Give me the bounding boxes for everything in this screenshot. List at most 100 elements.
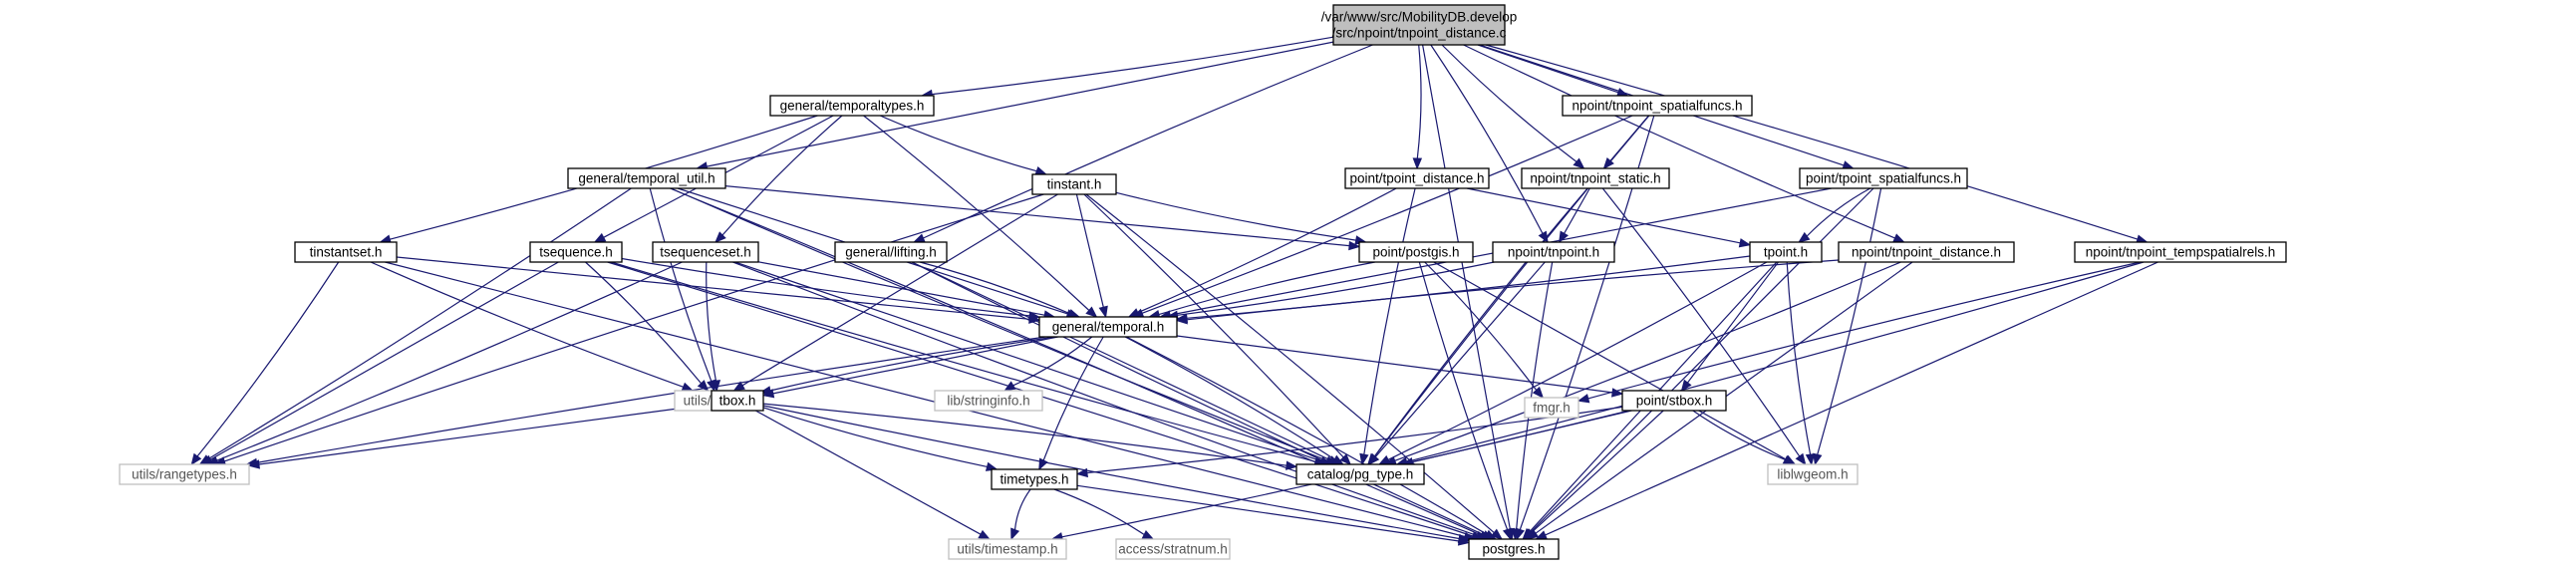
node-label: tsequenceset.h: [660, 245, 751, 260]
node-tpoint_distance[interactable]: point/tpoint_distance.h: [1344, 167, 1490, 189]
edge-tsequenceset-to-pg_type: [734, 261, 1332, 466]
node-label: liblwgeom.h: [1777, 467, 1848, 482]
node-label: point/postgis.h: [1372, 245, 1459, 260]
edge-temporal-to-rangetypes: [245, 336, 1046, 468]
edge-temporal-to-tbox: [761, 336, 1058, 399]
edge-tbox-to-pg_type: [762, 403, 1298, 470]
edge-temporal-to-pg_type: [1124, 336, 1345, 465]
node-tnpoint[interactable]: npoint/tnpoint.h: [1492, 241, 1615, 263]
node-label: timetypes.h: [1000, 472, 1068, 487]
edge-timetypes-to-stratnum: [1053, 488, 1155, 540]
node-label: point/tpoint_distance.h: [1349, 171, 1484, 186]
node-timetypes[interactable]: timetypes.h: [991, 468, 1078, 490]
node-label: tbox.h: [719, 394, 756, 409]
node-label: access/stratnum.h: [1118, 542, 1228, 557]
edge-tpoint_spatialfuncs-to-liblwgeom: [1813, 187, 1882, 466]
node-label: npoint/tnpoint_static.h: [1530, 171, 1660, 186]
edge-temporal-to-stringinfo: [1003, 336, 1093, 392]
node-label: lib/stringinfo.h: [947, 394, 1029, 409]
edge-tinstant-to-pg_type: [1083, 193, 1352, 465]
edge-temporaltypes-to-tinstant: [879, 115, 1048, 175]
edge-tbox-to-timestamp: [754, 410, 991, 540]
node-postgres[interactable]: postgres.h: [1468, 538, 1560, 560]
node-label: general/temporal.h: [1052, 320, 1165, 335]
node-tsequence[interactable]: tsequence.h: [529, 241, 623, 263]
node-root[interactable]: /var/www/src/MobilityDB.develop/src/npoi…: [1321, 4, 1518, 46]
node-label: utils/timestamp.h: [957, 542, 1057, 557]
edge-root-to-spatialfuncs: [1477, 44, 1629, 98]
edge-root-to-postgres: [1422, 44, 1516, 541]
node-lifting[interactable]: general/lifting.h: [834, 241, 948, 263]
edge-tinstant-to-rangetypes: [213, 193, 1044, 466]
node-timestamp: utils/timestamp.h: [948, 538, 1067, 560]
edge-temporaltypes-to-tsequenceset: [715, 115, 843, 243]
edge-tnpoint_distance-to-temporal: [1175, 259, 1840, 325]
node-stringinfo: lib/stringinfo.h: [934, 390, 1043, 412]
node-label: general/temporaltypes.h: [780, 99, 925, 114]
node-label: general/lifting.h: [845, 245, 937, 260]
edge-timetypes-to-postgres: [1076, 484, 1471, 546]
edge-root-to-tnpoint: [1430, 44, 1549, 244]
edge-tinstant-to-temporal: [1075, 193, 1108, 319]
node-temporal[interactable]: general/temporal.h: [1038, 316, 1178, 338]
node-label: tinstant.h: [1047, 177, 1102, 192]
edge-tinstantset-to-rangetypes: [190, 261, 340, 466]
node-spatialfuncs[interactable]: npoint/tnpoint_spatialfuncs.h: [1562, 95, 1753, 117]
edge-postgis-to-postgres: [1418, 261, 1512, 541]
node-postgis[interactable]: point/postgis.h: [1358, 241, 1474, 263]
edge-tsequence-to-pg_type: [611, 261, 1326, 466]
node-rangetypes: utils/rangetypes.h: [119, 463, 250, 485]
edge-temporal-to-postgres: [1126, 336, 1497, 540]
node-temporaltypes[interactable]: general/temporaltypes.h: [769, 95, 935, 117]
node-temporal_util[interactable]: general/temporal_util.h: [567, 167, 726, 189]
edge-tpoint-to-stbox: [1680, 261, 1779, 393]
node-label: /src/npoint/tnpoint_distance.c: [1332, 26, 1507, 41]
node-label: npoint/tnpoint.h: [1508, 245, 1599, 260]
edge-temporal_util-to-postgis: [724, 185, 1361, 251]
node-label: point/tpoint_spatialfuncs.h: [1806, 171, 1961, 186]
node-tnpoint_distance[interactable]: npoint/tnpoint_distance.h: [1838, 241, 2015, 263]
edge-lifting-to-temporal: [919, 261, 1081, 319]
edge-tsequenceset-to-postgres: [731, 261, 1489, 540]
node-pg_type[interactable]: catalog/pg_type.h: [1295, 463, 1425, 485]
edge-lifting-to-pg_type: [911, 261, 1341, 465]
edge-tnpoint-to-pg_type: [1367, 261, 1546, 466]
edge-tnpoint_static-to-pg_type: [1367, 187, 1588, 466]
edge-tnpoint_static-to-liblwgeom: [1601, 187, 1807, 466]
edge-tsequenceset-to-rangetypes: [206, 261, 683, 465]
edge-tinstant-to-array: [732, 193, 1058, 392]
edge-stbox-to-postgres: [1523, 410, 1664, 540]
edge-temporal_util-to-array: [649, 187, 716, 393]
node-label: utils/rangetypes.h: [132, 467, 237, 482]
node-label: npoint/tnpoint_tempspatialrels.h: [2086, 245, 2276, 260]
edge-root-to-tempspatialrels: [1485, 44, 2148, 244]
edge-postgis-to-liblwgeom: [1433, 261, 1797, 465]
node-label: npoint/tnpoint_spatialfuncs.h: [1572, 99, 1742, 114]
node-stratnum: access/stratnum.h: [1115, 538, 1231, 560]
node-label: /var/www/src/MobilityDB.develop: [1321, 10, 1518, 25]
node-tempspatialrels[interactable]: npoint/tnpoint_tempspatialrels.h: [2074, 241, 2287, 263]
node-fmgr: fmgr.h: [1524, 397, 1579, 419]
node-tpoint_spatialfuncs[interactable]: point/tpoint_spatialfuncs.h: [1799, 167, 1968, 189]
edge-tnpoint_static-to-tnpoint: [1559, 187, 1590, 244]
node-tsequenceset[interactable]: tsequenceset.h: [652, 241, 759, 263]
node-tbox[interactable]: tbox.h: [711, 390, 764, 412]
edge-root-to-lifting: [912, 44, 1373, 243]
node-tinstantset[interactable]: tinstantset.h: [294, 241, 398, 263]
node-label: fmgr.h: [1533, 401, 1571, 416]
node-tnpoint_static[interactable]: npoint/tnpoint_static.h: [1521, 167, 1670, 189]
node-tpoint[interactable]: tpoint.h: [1749, 241, 1823, 263]
edge-root-to-temporaltypes: [920, 36, 1334, 100]
edge-root-to-tnpoint_static: [1441, 44, 1585, 169]
edge-tbox-to-rangetypes: [247, 403, 713, 469]
node-label: tpoint.h: [1764, 245, 1808, 260]
node-tinstant[interactable]: tinstant.h: [1031, 173, 1117, 195]
edge-temporaltypes-to-temporal: [863, 115, 1098, 318]
edge-tsequence-to-temporal: [621, 257, 1041, 321]
edge-tsequenceset-to-array: [706, 261, 721, 393]
edge-root-to-tpoint_distance: [1412, 44, 1423, 170]
edge-tpoint_distance-to-pg_type: [1359, 187, 1416, 466]
node-label: tinstantset.h: [310, 245, 383, 260]
node-stbox[interactable]: point/stbox.h: [1621, 390, 1727, 412]
